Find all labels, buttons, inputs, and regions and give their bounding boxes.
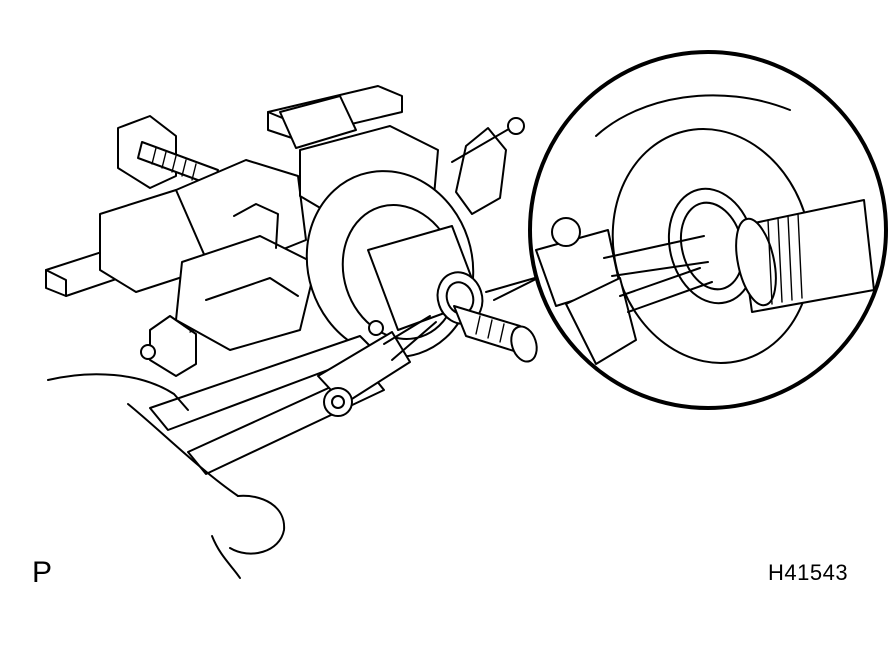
screw-clamp-left bbox=[117, 115, 219, 189]
technician-hand bbox=[47, 373, 286, 579]
snap-ring-pliers bbox=[149, 315, 437, 475]
figure-code-label: H41543 bbox=[768, 560, 849, 585]
detail-circle bbox=[528, 50, 888, 410]
screw-clamp-right bbox=[451, 117, 525, 215]
corner-letter-label: P bbox=[32, 556, 53, 589]
output-shaft bbox=[453, 305, 538, 363]
detail-pointer bbox=[485, 275, 543, 301]
